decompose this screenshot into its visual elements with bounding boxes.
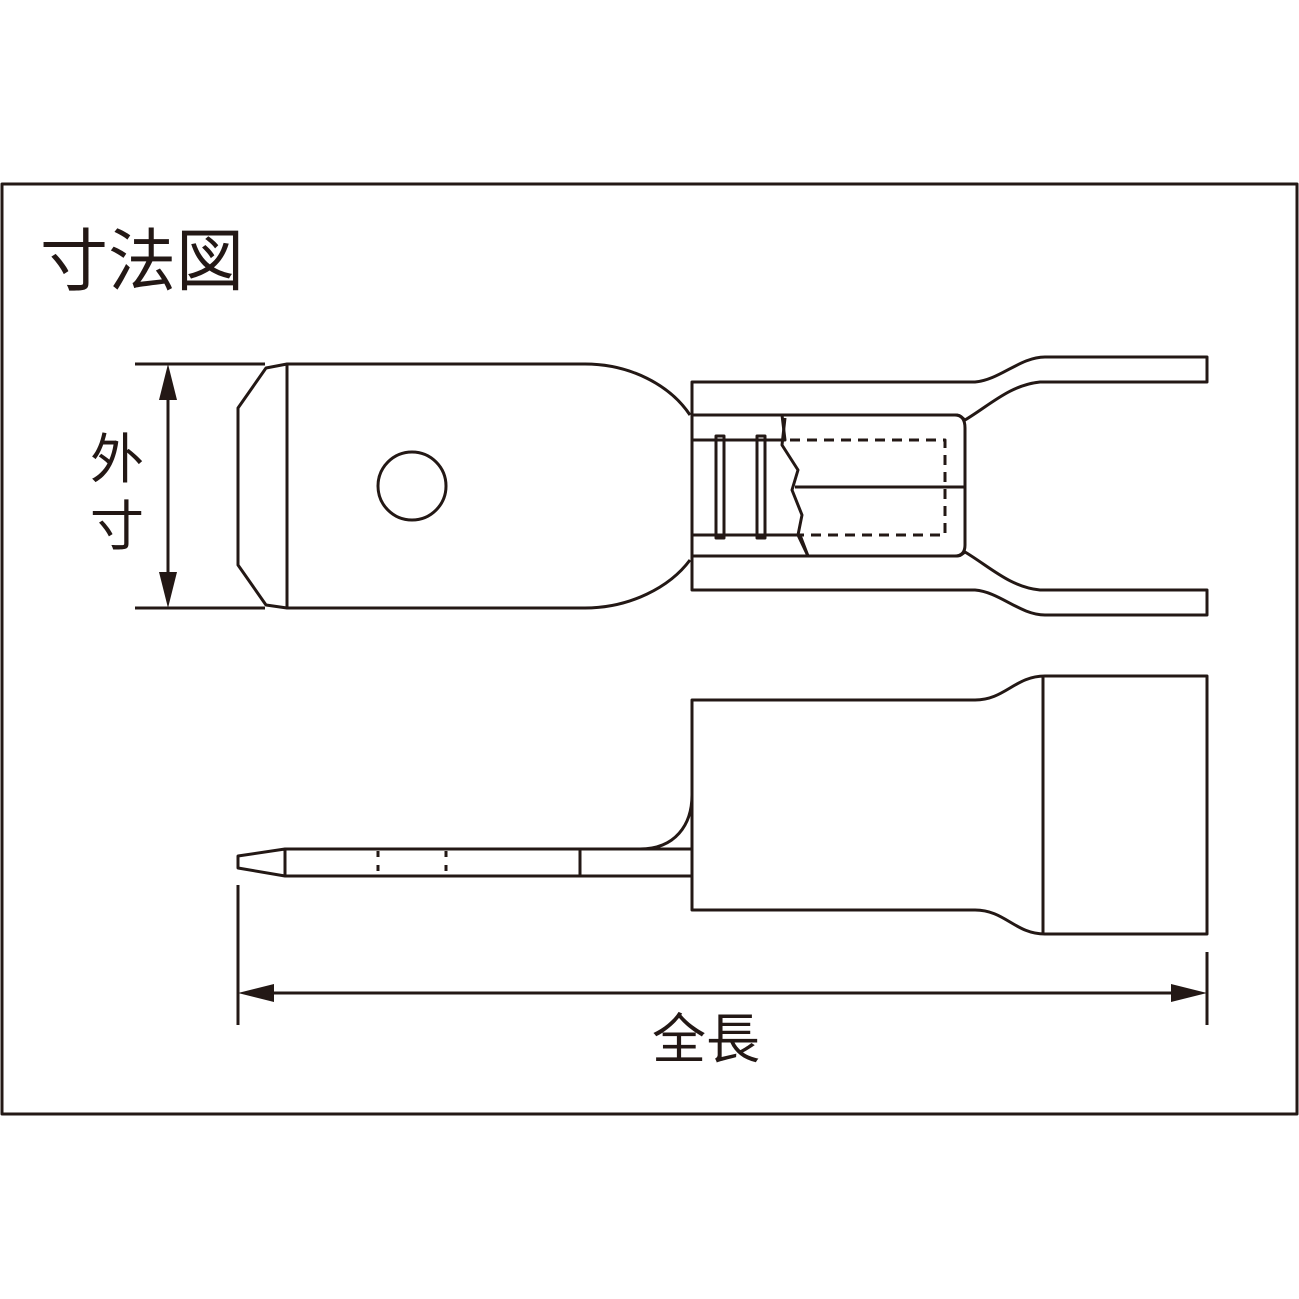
ring (755, 434, 767, 540)
sleeve-section-view (690, 355, 1209, 617)
outer-dimension-label-2: 寸 (90, 495, 144, 558)
outer-dimension-label-1: 外 (90, 428, 144, 491)
outer-dimension: 外 寸 (90, 362, 265, 610)
side-view (236, 674, 1209, 936)
total-length-dimension: 全長 (236, 885, 1209, 1071)
ring (714, 434, 726, 540)
total-length-label: 全長 (652, 1008, 760, 1071)
tab-hole (376, 450, 448, 522)
male-tab-top-view (236, 362, 692, 610)
drawing-title: 寸法図 (40, 223, 244, 302)
frame (0, 182, 1299, 1116)
